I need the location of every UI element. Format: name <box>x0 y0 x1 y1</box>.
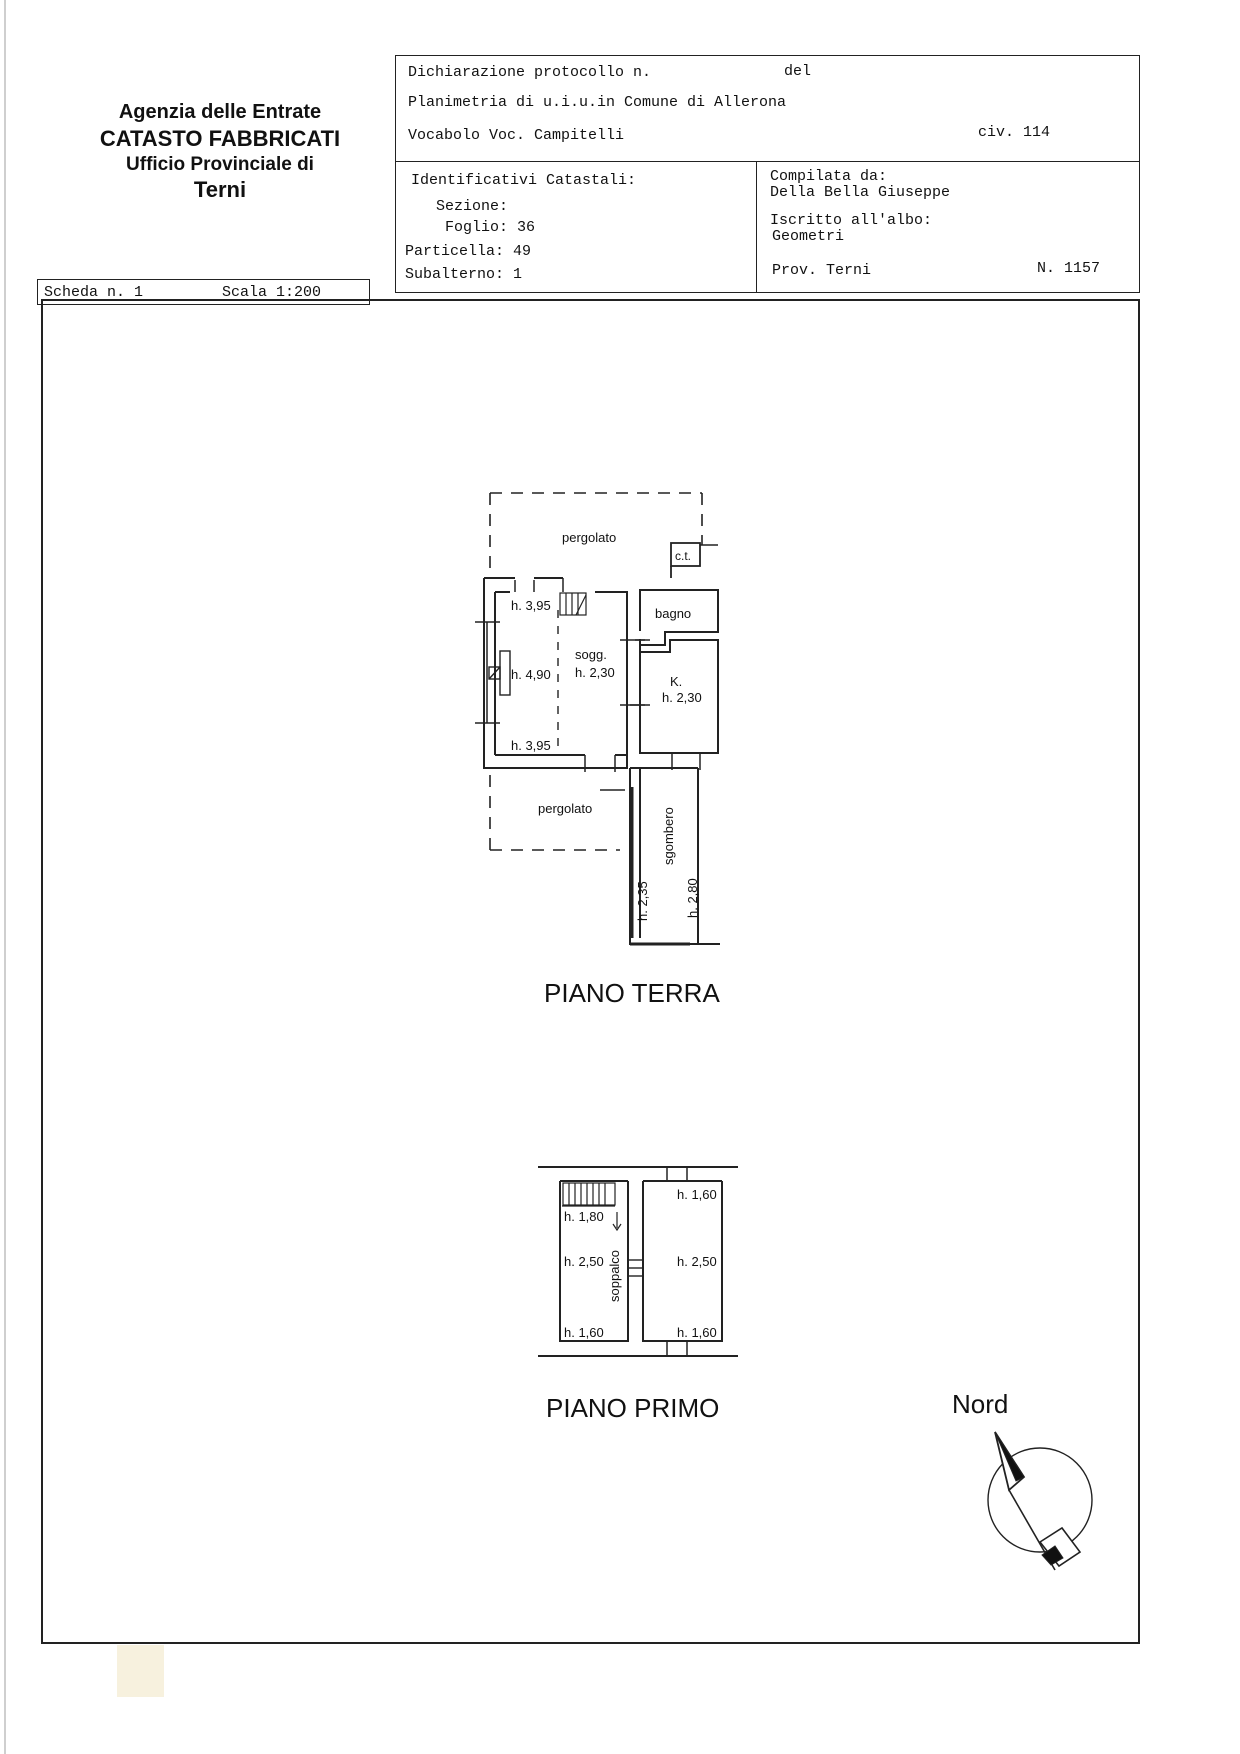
label-h-160-left: h. 1,60 <box>564 1325 604 1340</box>
storage-walls <box>629 767 720 946</box>
label-pergolato-bottom: pergolato <box>538 801 592 816</box>
label-h-395-top: h. 3,95 <box>511 598 551 613</box>
scan-edge-line <box>4 0 6 1754</box>
label-h-235: h. 2,35 <box>635 881 650 921</box>
first-floor-walls <box>538 1166 738 1357</box>
pergola-top-outline <box>489 492 703 578</box>
civic-number: civ. 114 <box>978 124 1051 141</box>
label-soppalco: soppalco <box>607 1250 622 1302</box>
albo-label: Iscritto all'albo: <box>770 212 933 229</box>
stair-ground <box>559 592 587 616</box>
identifiers-title: Identificativi Catastali: <box>411 172 637 189</box>
label-kitchen-h: h. 2,30 <box>662 690 702 705</box>
label-h-280: h. 2,80 <box>685 878 700 918</box>
subalterno-value: Subalterno: 1 <box>405 266 523 283</box>
planimetria-line: Planimetria di u.i.u.in Comune di Allero… <box>408 94 787 111</box>
bathroom-walls <box>639 589 719 646</box>
paper-stain <box>117 1645 164 1697</box>
registration-number: N. 1157 <box>1037 260 1101 277</box>
vocabolo-line: Vocabolo Voc. Campitelli <box>408 127 625 144</box>
agency-name: Agenzia delle Entrate <box>118 101 322 123</box>
particella-value: Particella: 49 <box>405 243 532 260</box>
label-h-160-top-right: h. 1,60 <box>677 1187 717 1202</box>
label-pergolato-top: pergolato <box>562 530 616 545</box>
label-bagno: bagno <box>655 606 691 621</box>
scala-value: Scala 1:200 <box>222 284 322 301</box>
label-h-250-left: h. 2,50 <box>564 1254 604 1269</box>
label-h-250-right: h. 2,50 <box>677 1254 717 1269</box>
label-sogg: sogg. <box>575 647 607 662</box>
office-name: Ufficio Provinciale di <box>126 153 314 175</box>
label-kitchen: K. <box>670 674 682 689</box>
first-floor-title: PIANO PRIMO <box>546 1393 719 1423</box>
living-room-walls <box>483 577 628 769</box>
kitchen-walls <box>639 639 719 754</box>
drawing-frame <box>41 299 1140 1644</box>
label-sogg-h: h. 2,30 <box>575 665 615 680</box>
province: Prov. Terni <box>772 262 872 279</box>
label-h-180: h. 1,80 <box>564 1209 604 1224</box>
agency-header: Agenzia delle Entrate CATASTO FABBRICATI… <box>60 100 380 204</box>
del-label: del <box>784 63 812 80</box>
declaration-box: Dichiarazione protocollo n. del Planimet… <box>395 55 1140 162</box>
label-ct: c.t. <box>675 549 691 563</box>
compiler-box: Compilata da: Della Bella Giuseppe Iscri… <box>756 161 1140 293</box>
sezione-label: Sezione: <box>436 198 509 215</box>
label-sgombero: sgombero <box>661 807 676 865</box>
compiler-title: Compilata da: <box>770 168 888 185</box>
pergola-bottom-outline <box>489 775 620 851</box>
label-h-395-bottom: h. 3,95 <box>511 738 551 753</box>
protocol-label: Dichiarazione protocollo n. <box>408 64 652 81</box>
label-h-490: h. 4,90 <box>511 667 551 682</box>
stair-first <box>562 1182 622 1232</box>
service-name: CATASTO FABBRICATI <box>99 126 341 151</box>
compass-label: Nord <box>952 1389 1008 1419</box>
compiler-name: Della Bella Giuseppe <box>770 184 951 201</box>
north-compass <box>987 1431 1093 1571</box>
fireplace <box>488 650 511 696</box>
scheda-box: Scheda n. 1 Scala 1:200 <box>37 279 370 305</box>
scheda-number: Scheda n. 1 <box>44 284 144 301</box>
albo-value: Geometri <box>772 228 845 245</box>
ground-floor-title: PIANO TERRA <box>544 978 720 1008</box>
office-city: Terni <box>193 177 247 203</box>
label-h-160-bottom-right: h. 1,60 <box>677 1325 717 1340</box>
foglio-value: Foglio: 36 <box>445 219 536 236</box>
ct-box <box>670 542 701 567</box>
